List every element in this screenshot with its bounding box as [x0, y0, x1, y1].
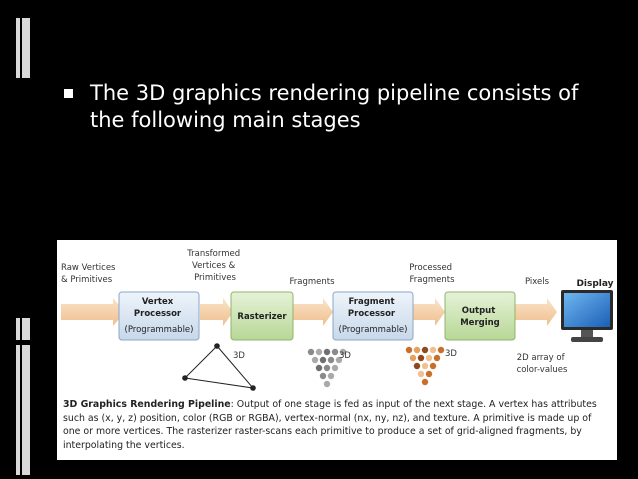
fragment-dot: [421, 346, 429, 354]
vertex-processor-label: Vertex Processor (Programmable): [125, 297, 194, 335]
pipeline-diagram: Vertex Processor (Programmable) Rasteriz…: [61, 249, 614, 391]
fragment-dot: [307, 348, 315, 356]
decorative-bar: [22, 345, 30, 475]
transformed-vertices-label: Transformed Vertices & Primitives: [186, 249, 243, 283]
pixels-label: Pixels: [525, 277, 550, 287]
monitor-icon: [561, 290, 613, 342]
label-3d-fragments: 3D: [339, 351, 351, 361]
fragment-dot: [433, 354, 441, 362]
fragment-dot: [323, 380, 331, 388]
decorative-bar: [16, 318, 20, 340]
caption-title: 3D Graphics Rendering Pipeline: [63, 399, 231, 410]
fragment-dot: [405, 346, 413, 354]
fragment-dot: [425, 354, 433, 362]
label-3d-processed: 3D: [445, 349, 457, 359]
fragment-dot: [311, 356, 319, 364]
fragment-processor-label: Fragment Processor (Programmable): [339, 297, 408, 335]
decorative-bar: [22, 318, 30, 340]
label-3d-vertices: 3D: [233, 351, 245, 361]
fragment-dot: [319, 356, 327, 364]
output-merging-box: [444, 291, 516, 341]
vertex-processor-box: [118, 291, 200, 341]
fragment-dot: [315, 364, 323, 372]
decorative-bar: [22, 18, 30, 78]
fragment-dot: [335, 356, 343, 364]
fragment-dot: [429, 346, 437, 354]
fragment-dot: [413, 346, 421, 354]
fragment-dot: [323, 364, 331, 372]
bullet-text: The 3D graphics rendering pipeline consi…: [90, 81, 579, 132]
vertices-triangle-icon: [182, 343, 256, 391]
rasterizer-label: Rasterizer: [237, 312, 287, 322]
processed-fragments-grid-icon: [405, 346, 445, 386]
fragment-dot: [331, 348, 339, 356]
color-array-label: 2D array of color-values: [517, 353, 568, 375]
fragment-dot: [331, 364, 339, 372]
caption-text: : Output of one stage is fed as input of…: [63, 399, 597, 451]
fragment-dot: [437, 346, 445, 354]
decorative-bar: [16, 18, 20, 78]
fragments-grid-icon: [307, 348, 347, 388]
fragment-dot: [421, 362, 429, 370]
square-bullet-icon: [64, 89, 73, 98]
fragment-dot: [319, 372, 327, 380]
fragment-dot: [323, 348, 331, 356]
fragment-dot: [421, 378, 429, 386]
fragment-dot: [413, 362, 421, 370]
fragment-dot: [339, 348, 347, 356]
fragment-dot: [327, 372, 335, 380]
fragment-dot: [429, 362, 437, 370]
fragment-dot: [315, 348, 323, 356]
decorative-bar: [16, 345, 20, 475]
processed-fragments-label: Processed Fragments: [409, 263, 455, 285]
rasterizer-box: [230, 291, 294, 341]
fragment-dot: [417, 354, 425, 362]
arrow-transformed: [200, 298, 233, 326]
arrow-processed: [412, 298, 445, 326]
figure-caption: 3D Graphics Rendering Pipeline: Output o…: [63, 398, 611, 452]
arrow-pixels: [515, 298, 557, 326]
fragment-dot: [417, 370, 425, 378]
fragment-dot: [425, 370, 433, 378]
fragments-label: Fragments: [289, 277, 335, 287]
fragment-processor-box: [332, 291, 414, 341]
fragment-dot: [327, 356, 335, 364]
raw-vertices-label: Raw Vertices & Primitives: [61, 263, 118, 285]
display-label: Display: [576, 279, 613, 289]
arrow-raw: [61, 298, 125, 326]
fragment-dot: [409, 354, 417, 362]
arrow-fragments: [292, 298, 333, 326]
output-merging-label: Output Merging: [460, 306, 500, 328]
pipeline-figure: Vertex Processor (Programmable) Rasteriz…: [57, 240, 617, 460]
